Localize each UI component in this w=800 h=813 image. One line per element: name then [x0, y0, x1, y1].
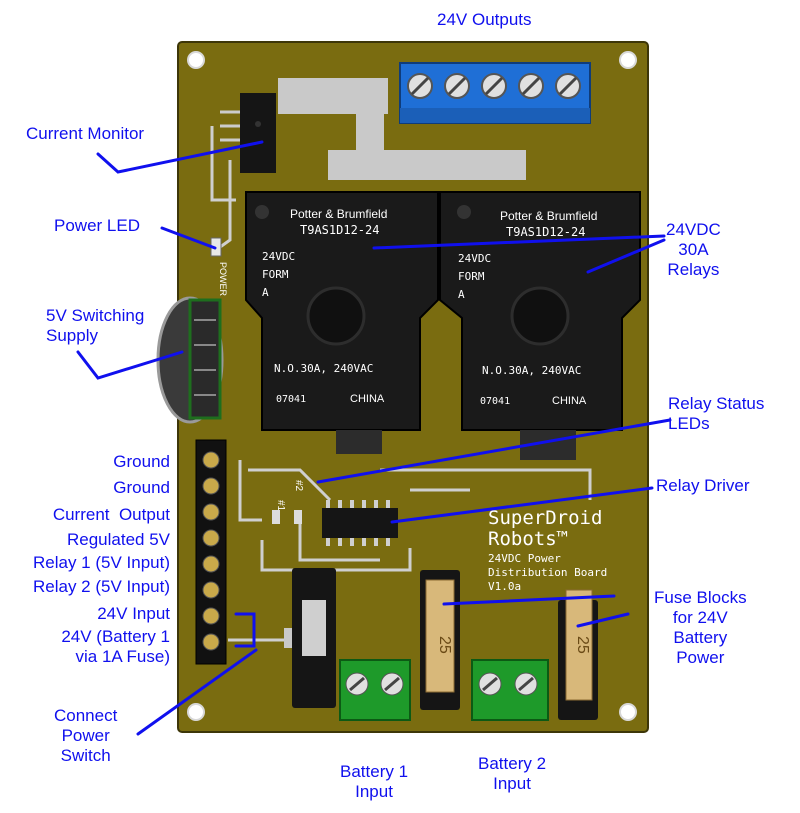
pin-label-ground-2: Ground — [113, 478, 170, 497]
board-version: V1.0a — [488, 580, 521, 593]
pointer-24v-input — [234, 612, 256, 648]
board-desc-1: 24VDC Power — [488, 552, 561, 565]
relay-2-origin: CHINA — [552, 395, 587, 407]
relay-2-voltage: 24VDC — [458, 252, 491, 265]
pointer-relay-2 — [586, 238, 666, 274]
pin-label-current-output: Current Output — [52, 505, 170, 524]
brand-line-1: SuperDroid — [488, 507, 602, 529]
mounting-holes — [187, 51, 637, 721]
switching-supply — [156, 296, 224, 424]
pin-label-ground-1: Ground — [113, 452, 170, 471]
pcb-traces — [210, 126, 592, 642]
led-2-silk: #2 — [293, 480, 304, 492]
relay-driver-chip — [322, 500, 398, 546]
relay-1-origin: CHINA — [350, 393, 385, 405]
relay-status-led-2 — [294, 510, 302, 524]
brand-line-2: Robots™ — [488, 528, 568, 550]
relay-2-rating: N.O.30A, 240VAC — [482, 364, 581, 377]
relay-1: Potter & Brumfield T9AS1D12-24 24VDC FOR… — [245, 191, 439, 454]
current-monitor-chip — [220, 93, 276, 173]
label-relay-driver: Relay Driver — [656, 476, 750, 495]
relay-1-model: T9AS1D12-24 — [300, 223, 379, 237]
relay-status-led-1 — [272, 510, 280, 524]
pin-label-24v-input: 24V Input — [97, 604, 170, 623]
battery-1-terminal — [339, 659, 411, 721]
pointer-fuse-1 — [442, 594, 616, 606]
pin-label-24v-battery: 24V (Battery 1 via 1A Fuse) — [61, 627, 170, 666]
relay-1-form: FORM — [262, 268, 289, 281]
pin-label-regulated-5v: Regulated 5V — [66, 530, 170, 549]
label-connect-power-switch: Connect Power Switch — [54, 706, 118, 765]
fuse-battery2-amber: 25 — [558, 589, 598, 720]
relay-2-form: FORM — [458, 270, 485, 283]
label-relays: 24VDC 30A Relays — [666, 220, 721, 279]
relay-1-form-letter: A — [262, 286, 269, 299]
label-battery-1-input: Battery 1 Input — [340, 762, 409, 801]
battery-2-terminal — [471, 659, 549, 721]
pointer-power-switch — [136, 648, 258, 736]
left-connector-block — [195, 439, 227, 665]
fuse-battery1-amber: 25 — [420, 570, 460, 710]
relay-1-voltage: 24VDC — [262, 250, 295, 263]
pointer-fuse-2 — [576, 612, 630, 628]
power-silk-text: POWER — [218, 262, 228, 297]
fuse-2-rating: 25 — [574, 636, 591, 654]
output-terminal-block — [399, 62, 591, 124]
label-5v-switching-supply: 5V Switching Supply — [46, 306, 145, 345]
label-current-monitor: Current Monitor — [26, 124, 145, 143]
label-power-led: Power LED — [54, 216, 140, 235]
pin-label-relay-2: Relay 2 (5V Input) — [32, 577, 170, 596]
board-desc-2: Distribution Board — [488, 566, 607, 579]
relay-1-brand: Potter & Brumfield — [290, 207, 387, 221]
label-24v-outputs: 24V Outputs — [437, 10, 532, 29]
battery-2-silk: BATTERY 2 — [478, 732, 532, 743]
label-relay-status-leds: Relay Status LEDs — [668, 394, 765, 433]
label-fuse-blocks: Fuse Blocks for 24V Battery Power — [654, 588, 747, 667]
led-1-silk: #1 — [275, 500, 286, 512]
pointer-switching-supply — [76, 350, 184, 380]
pointer-relay-status — [316, 418, 672, 484]
relay-2-lot: 07041 — [480, 396, 510, 407]
fuse-block-battery1 — [292, 568, 336, 708]
pointer-lines — [76, 140, 672, 736]
battery-1-silk: BATTERY 1 — [346, 732, 400, 743]
relay-1-rating: N.O.30A, 240VAC — [274, 362, 373, 375]
relay-2-brand: Potter & Brumfield — [500, 209, 597, 223]
fuse-1-rating: 25 — [436, 636, 453, 654]
pointer-power-led — [160, 226, 217, 250]
label-battery-2-input: Battery 2 Input — [478, 754, 547, 793]
relay-2-model: T9AS1D12-24 — [506, 225, 585, 239]
pointer-relay-1 — [372, 234, 666, 250]
relay-2: Potter & Brumfield T9AS1D12-24 24VDC FOR… — [439, 191, 641, 460]
pin-label-relay-1: Relay 1 (5V Input) — [32, 553, 170, 572]
pointer-relay-driver — [390, 486, 654, 524]
copper-areas — [278, 78, 526, 648]
relay-2-form-letter: A — [458, 288, 465, 301]
relay-1-lot: 07041 — [276, 394, 306, 405]
pointer-current-monitor — [96, 140, 264, 174]
